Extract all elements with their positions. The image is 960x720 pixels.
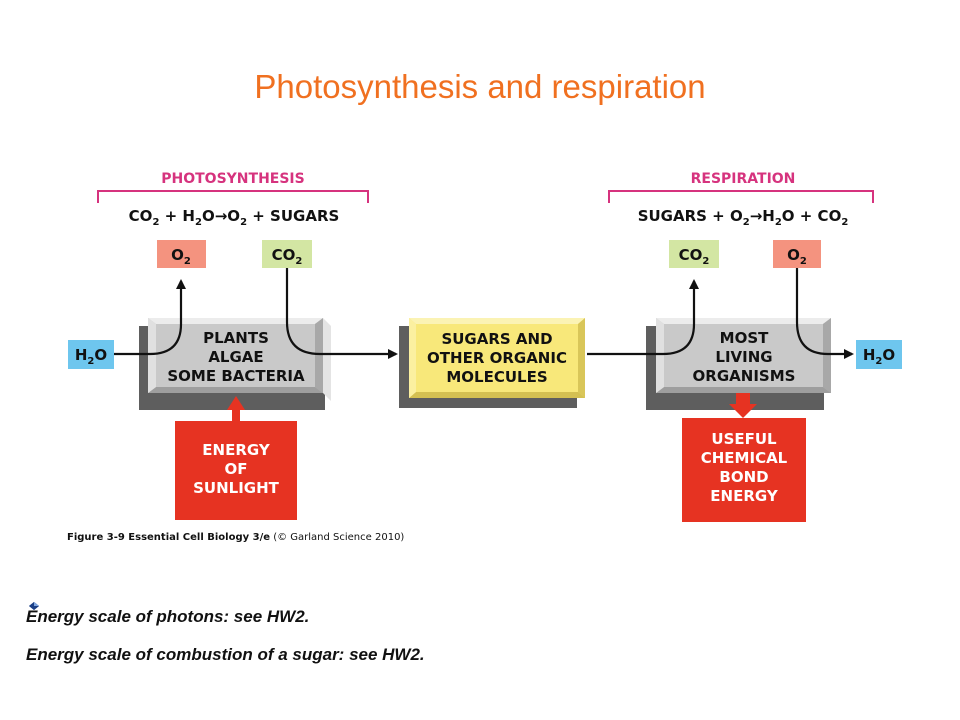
energy-of-sunlight-box: ENERGY OF SUNLIGHT bbox=[175, 396, 297, 520]
bullet-text: Energy scale of combustion of a sugar: s… bbox=[26, 645, 425, 664]
svg-text:MOST: MOST bbox=[720, 329, 769, 347]
svg-text:OF: OF bbox=[225, 460, 248, 478]
svg-text:SUGARS AND: SUGARS AND bbox=[441, 330, 552, 348]
svg-text:ENERGY: ENERGY bbox=[710, 487, 779, 505]
bullet-diamond-icon bbox=[29, 602, 39, 610]
bullet-item: Energy scale of photons: see HW2. bbox=[26, 598, 926, 636]
bond-energy-down-arrow bbox=[729, 393, 757, 418]
bullet-list: Energy scale of photons: see HW2. Energy… bbox=[26, 598, 926, 674]
respiration-header: RESPIRATION bbox=[691, 171, 796, 187]
h2o-to-o2-arrow bbox=[114, 279, 186, 356]
svg-text:USEFUL: USEFUL bbox=[711, 430, 777, 448]
svg-text:O2: O2 bbox=[171, 246, 191, 267]
plants-box: PLANTS ALGAE SOME BACTERIA bbox=[139, 318, 331, 410]
svg-text:CO2: CO2 bbox=[679, 246, 710, 267]
co2-box-right: CO2 bbox=[669, 240, 719, 268]
svg-text:ENERGY: ENERGY bbox=[202, 441, 271, 459]
living-organisms-box: MOST LIVING ORGANISMS bbox=[646, 318, 831, 410]
bullet-item: Energy scale of combustion of a sugar: s… bbox=[26, 602, 926, 674]
svg-text:ALGAE: ALGAE bbox=[208, 348, 263, 366]
svg-text:LIVING: LIVING bbox=[715, 348, 772, 366]
svg-text:H2O: H2O bbox=[75, 346, 107, 367]
slide-title: Photosynthesis and respiration bbox=[254, 68, 706, 105]
svg-text:OTHER ORGANIC: OTHER ORGANIC bbox=[427, 349, 567, 367]
svg-text:BOND: BOND bbox=[719, 468, 768, 486]
sugars-to-co2-arrow bbox=[587, 279, 699, 356]
useful-chemical-bond-energy-box: USEFUL CHEMICAL BOND ENERGY bbox=[682, 393, 806, 522]
svg-text:H2O: H2O bbox=[863, 346, 895, 367]
o2-box-right: O2 bbox=[773, 240, 821, 268]
svg-text:PLANTS: PLANTS bbox=[203, 329, 269, 347]
figure-caption: Figure 3-9 Essential Cell Biology 3/e (©… bbox=[67, 532, 404, 543]
svg-text:CO2: CO2 bbox=[272, 246, 303, 267]
photosynthesis-header: PHOTOSYNTHESIS bbox=[161, 171, 304, 187]
svg-text:SOME BACTERIA: SOME BACTERIA bbox=[167, 367, 305, 385]
o2-box-left: O2 bbox=[157, 240, 206, 268]
svg-text:CHEMICAL: CHEMICAL bbox=[701, 449, 788, 467]
photosynthesis-bracket bbox=[97, 190, 369, 203]
bullet-text: Energy scale of photons: see HW2. bbox=[26, 607, 310, 626]
svg-text:MOLECULES: MOLECULES bbox=[446, 368, 547, 386]
sunlight-up-arrow bbox=[227, 396, 245, 421]
svg-text:SUNLIGHT: SUNLIGHT bbox=[193, 479, 280, 497]
h2o-box-right: H2O bbox=[856, 340, 902, 369]
svg-text:ORGANISMS: ORGANISMS bbox=[693, 367, 796, 385]
respiration-bracket bbox=[608, 190, 874, 203]
sugars-box: SUGARS AND OTHER ORGANIC MOLECULES bbox=[399, 318, 585, 408]
respiration-equation: SUGARS + O2→H2O + CO2 bbox=[638, 207, 849, 228]
photosynthesis-equation: CO2 + H2O→O2 + SUGARS bbox=[129, 207, 340, 228]
o2-into-organisms-arrow bbox=[795, 268, 854, 359]
co2-into-plants-arrow bbox=[285, 268, 398, 359]
co2-box-left: CO2 bbox=[262, 240, 312, 268]
h2o-box-left: H2O bbox=[68, 340, 114, 369]
svg-text:O2: O2 bbox=[787, 246, 807, 267]
